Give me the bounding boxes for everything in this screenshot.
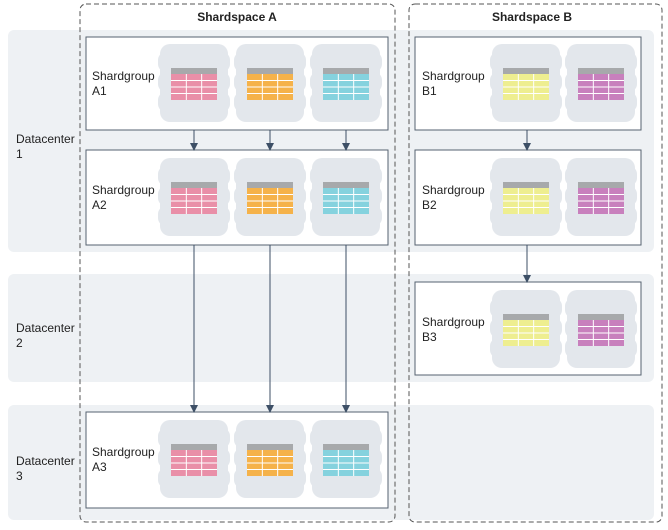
shardspace-a-title: Shardspace A [197,10,277,24]
shard-b3-1 [490,290,562,368]
db-layer [565,298,637,318]
shard-a3-3 [310,420,382,498]
shard-b3-2 [565,290,637,368]
datacenter-label-1: Datacenter 1 [16,132,75,162]
shardgroup-label-text: Shardgroup [422,183,485,197]
datacenter-label-3: Datacenter 3 [16,454,75,484]
shardgroup-label-text: Shardgroup [92,69,155,83]
table-header [578,182,624,188]
shard-a2-1 [158,158,230,236]
table-header [578,68,624,74]
shard-a2-2 [234,158,306,236]
db-layer [234,52,306,72]
shardgroup-b3-label: Shardgroup B3 [422,315,485,345]
shard-b1-1 [490,44,562,122]
datacenter-label-number: 3 [16,469,23,483]
table-header [247,182,293,188]
shardgroup-a2-label: Shardgroup A2 [92,183,155,213]
shard-a2-3 [310,158,382,236]
shardgroup-label-text: Shardgroup [92,183,155,197]
datacenter-label-number: 1 [16,147,23,161]
table-header [578,314,624,320]
db-layer [310,428,382,448]
db-layer [310,52,382,72]
shardgroup-label-text: Shardgroup [92,445,155,459]
table-header [171,182,217,188]
shardgroup-label-text: Shardgroup [422,69,485,83]
db-layer [310,166,382,186]
shard-a1-2 [234,44,306,122]
db-layer [234,166,306,186]
db-layer [490,298,562,318]
shard-a1-3 [310,44,382,122]
table-header [323,182,369,188]
shard-b2-1 [490,158,562,236]
shardgroup-label-id: A3 [92,460,107,474]
datacenter-label-text: Datacenter [16,132,75,146]
db-layer [565,166,637,186]
table-header [503,68,549,74]
shard-b2-2 [565,158,637,236]
shardgroup-label-text: Shardgroup [422,315,485,329]
shardspace-b-container [408,3,663,523]
table-header [171,68,217,74]
datacenter-label-number: 2 [16,336,23,350]
table-header [247,444,293,450]
datacenter-label-text: Datacenter [16,454,75,468]
shard-b1-2 [565,44,637,122]
shardgroup-label-id: A2 [92,198,107,212]
shardgroup-label-id: B1 [422,84,437,98]
shardgroup-b1-label: Shardgroup B1 [422,69,485,99]
table-header [323,444,369,450]
db-layer [565,52,637,72]
db-layer [158,52,230,72]
table-header [323,68,369,74]
shardgroup-a3-label: Shardgroup A3 [92,445,155,475]
shardgroup-a1-label: Shardgroup A1 [92,69,155,99]
shardgroup-label-id: A1 [92,84,107,98]
shard-a3-2 [234,420,306,498]
table-header [503,182,549,188]
shardgroup-label-id: B3 [422,330,437,344]
db-layer [490,52,562,72]
db-layer [158,166,230,186]
db-layer [490,166,562,186]
datacenter-label-text: Datacenter [16,321,75,335]
shardgroup-label-id: B2 [422,198,437,212]
table-header [171,444,217,450]
db-layer [158,428,230,448]
shardspace-a-container [79,3,396,523]
table-header [247,68,293,74]
table-header [503,314,549,320]
shard-a3-1 [158,420,230,498]
shardspace-b-title: Shardspace B [491,10,573,24]
shardgroup-b2-label: Shardgroup B2 [422,183,485,213]
datacenter-label-2: Datacenter 2 [16,321,75,351]
shard-a1-1 [158,44,230,122]
db-layer [234,428,306,448]
